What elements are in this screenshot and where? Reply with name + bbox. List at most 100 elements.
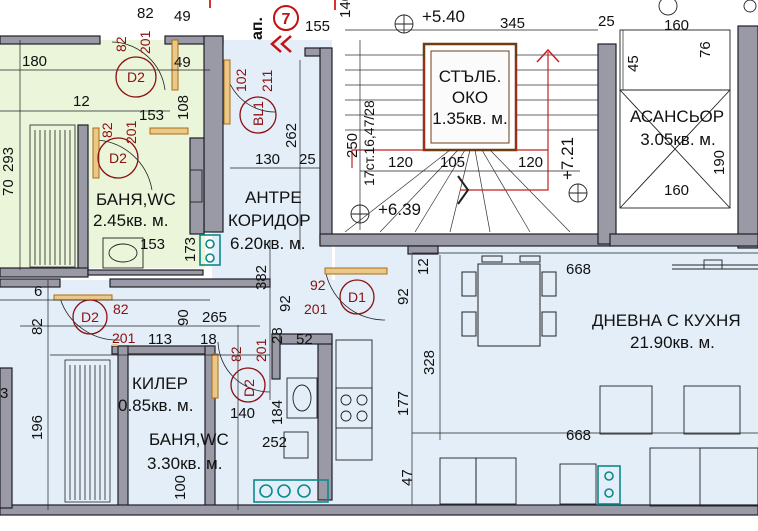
dim-196: 196: [29, 415, 46, 440]
dimension-lines: [0, 29, 758, 510]
dim-177: 177: [395, 391, 412, 416]
door-d2d-circle: [230, 367, 266, 403]
wall-bath2-left: [271, 333, 281, 380]
dim-173: 173: [182, 237, 199, 262]
bath-bottom-name: БАНЯ,WC: [149, 430, 229, 449]
door-bl1-circle: [239, 96, 277, 134]
dim-3: 3: [0, 385, 8, 402]
door-tags: [72, 56, 375, 403]
dim-18: 18: [200, 331, 217, 348]
door-d2b-h: 201: [123, 120, 139, 144]
door-bl1-h: 211: [259, 69, 275, 92]
storage-name: КИЛЕР: [132, 374, 188, 393]
vent-units: [199, 234, 621, 505]
elevator-area: 3.05кв. м.: [640, 130, 715, 149]
dim-120-l: 120: [388, 154, 413, 171]
stair-arrow-up: [536, 48, 560, 63]
dim-12-v: 12: [415, 258, 432, 275]
wall-bath-right: [203, 35, 224, 233]
apartment-tag-chevron-2: [280, 35, 292, 53]
dim-76: 76: [697, 41, 714, 58]
level-top: +5.40: [422, 7, 465, 26]
door-d1-code: D1: [348, 289, 366, 305]
door-swings: [59, 41, 386, 393]
dim-82-left: 82: [29, 318, 46, 335]
door-d2b-circle: [97, 137, 139, 179]
stair-arrow-chevron: [457, 175, 470, 205]
level-right: +7.21: [558, 137, 577, 180]
dim-250: 250: [344, 133, 361, 158]
dim-70: 70: [0, 179, 17, 196]
dim-105: 105: [440, 154, 465, 171]
door-d2b-code: D2: [109, 150, 127, 166]
dim-45: 45: [625, 55, 642, 72]
dim-52: 52: [296, 331, 313, 348]
tiles-top: [29, 124, 76, 268]
dim-265: 265: [202, 309, 227, 326]
dim-49: 49: [174, 54, 191, 71]
hall-fill: [212, 40, 332, 280]
dim-160-top: 160: [664, 17, 689, 34]
wall-elev-right: [737, 25, 758, 249]
wall-mid-left-2: [109, 278, 271, 288]
dim-345: 345: [500, 15, 525, 32]
dim-328: 328: [421, 350, 438, 375]
door-d2d-h: 201: [253, 338, 269, 362]
door-bl1-code: BL1: [250, 101, 266, 126]
wall-band: [0, 267, 89, 278]
wall-living-top: [407, 245, 439, 255]
door-d2a-h: 201: [137, 30, 153, 54]
dim-153-bot: 153: [140, 236, 165, 253]
tiles-bottom: [64, 359, 111, 503]
walls: [0, 25, 758, 516]
dim-160-el: 160: [664, 182, 689, 199]
wall-storage-left: [117, 345, 129, 507]
apartment-tag-prefix: ап.: [249, 17, 266, 40]
stair-path: [351, 60, 425, 168]
stair-eye-name-2: ОКО: [452, 88, 488, 107]
wall-mid-left: [0, 278, 61, 288]
dim-113: 113: [148, 331, 172, 348]
dim-100: 100: [172, 475, 189, 500]
door-d2c-circle: [72, 299, 108, 335]
dim-130: 130: [255, 151, 280, 168]
wall-stair-bottom: [319, 233, 611, 247]
dim-108: 108: [175, 95, 192, 120]
dim-28: 28: [269, 327, 286, 344]
dim-12: 12: [73, 93, 90, 110]
door-d2d-w: 82: [228, 346, 244, 362]
dim-120-r: 120: [518, 154, 543, 171]
door-d2c-code: D2: [81, 309, 99, 325]
level-left: +6.39: [378, 200, 421, 219]
bath-top-area: 2.45кв. м.: [93, 211, 168, 230]
dim-382: 382: [253, 265, 270, 290]
dim-92-v: 92: [277, 295, 294, 312]
door-d2a-code: D2: [127, 69, 145, 85]
dining-table: [461, 255, 557, 347]
bath-bottom-area: 3.30кв. м.: [147, 454, 222, 473]
door-d2d-code: D2: [241, 379, 257, 397]
door-d2b-w: 82: [99, 122, 115, 138]
dim-82-top: 82: [137, 5, 154, 22]
door-d2a-circle: [115, 56, 157, 98]
level-markers: [350, 0, 757, 224]
dim-293: 293: [0, 147, 17, 172]
wall-band-2: [87, 269, 204, 276]
stair-treads: [344, 54, 598, 233]
living-fill: [335, 245, 758, 505]
elevator-name: АСАНСЬОР: [630, 107, 724, 126]
dim-47: 47: [399, 469, 416, 486]
dim-155: 155: [305, 18, 330, 35]
dim-184: 184: [269, 400, 286, 425]
door-d1-w: 92: [310, 277, 326, 293]
dim-92-right: 92: [395, 288, 412, 305]
living-area: 21.90кв. м.: [630, 333, 715, 352]
storage-area: 0.85кв. м.: [118, 396, 193, 415]
door-d2a-w: 82: [113, 36, 129, 52]
stair-eye-name-1: СТЪЛБ.: [439, 67, 502, 86]
apartment-tag-redline-2: [334, 0, 336, 10]
hall-name-1: АНТРЕ: [245, 188, 302, 207]
wall-hall-right-v: [319, 47, 333, 245]
apartment-tag-number: 7: [282, 11, 291, 28]
